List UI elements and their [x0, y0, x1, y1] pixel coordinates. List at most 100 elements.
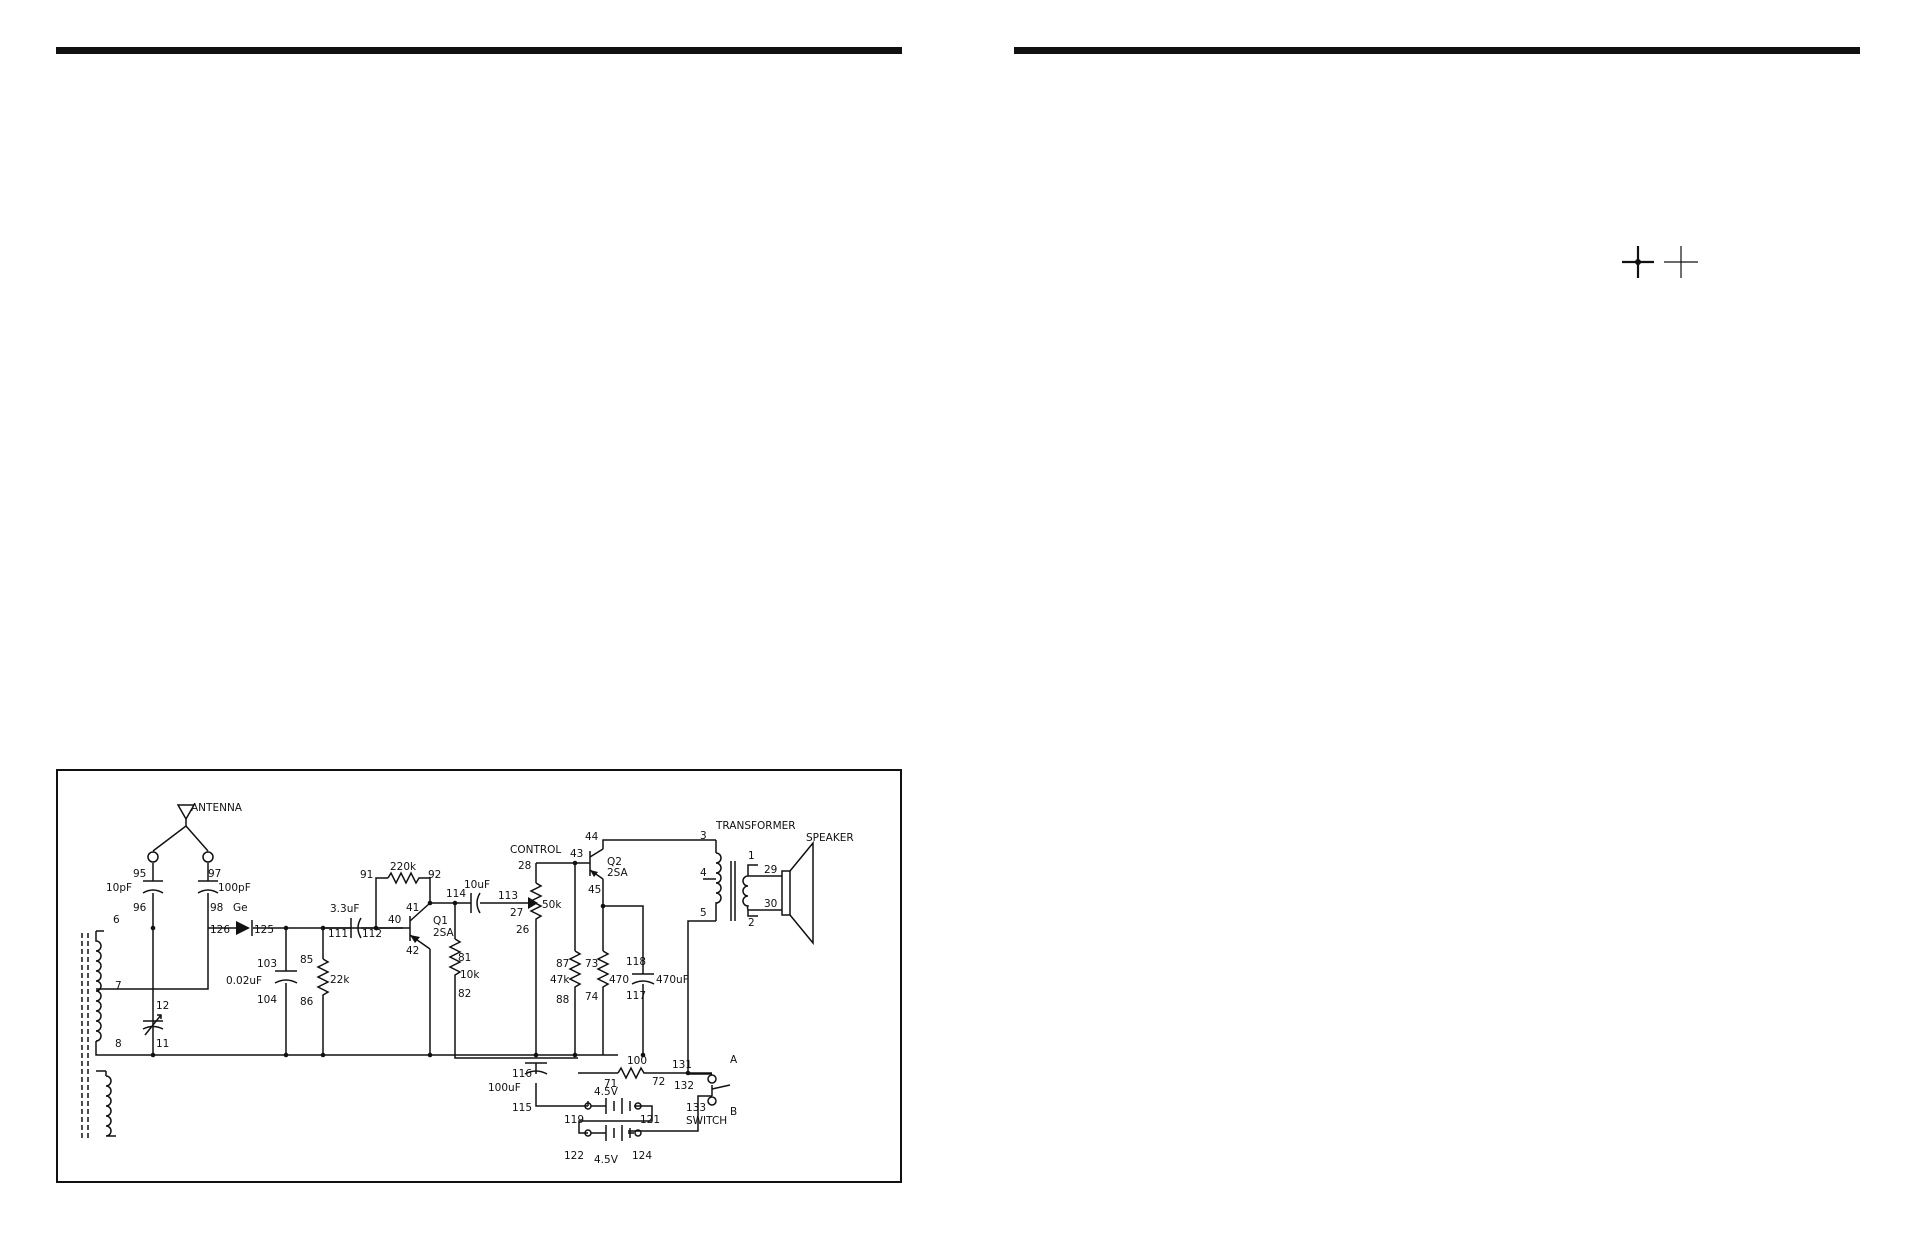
capacitor-100uf — [524, 1062, 548, 1075]
label-11: 11 — [156, 1038, 169, 1050]
registration-crosshairs — [1622, 246, 1698, 278]
label-2: 2 — [748, 917, 755, 929]
label-ge: Ge — [233, 902, 248, 914]
label-117: 117 — [626, 990, 646, 1002]
label-10pf: 10pF — [106, 882, 132, 894]
label-114: 114 — [446, 888, 466, 900]
label-86: 86 — [300, 996, 314, 1008]
transistor-q1 — [395, 902, 431, 950]
label-22k: 22k — [330, 974, 350, 986]
resistor-22k — [316, 958, 330, 1001]
label-switch: SWITCH — [686, 1115, 727, 1127]
crosshair-thin-icon — [1664, 246, 1698, 278]
label-95: 95 — [133, 868, 146, 880]
label-88: 88 — [556, 994, 569, 1006]
ferrite-coil — [81, 930, 153, 1141]
label-85: 85 — [300, 954, 313, 966]
label-50k: 50k — [542, 899, 562, 911]
label-470: 470 — [609, 974, 629, 986]
label-28: 28 — [518, 860, 531, 872]
label-transformer: TRANSFORMER — [715, 820, 796, 832]
battery-1 — [584, 1098, 642, 1114]
label-q1-type: 2SA — [433, 927, 455, 939]
label-113: 113 — [498, 890, 518, 902]
resistor-220k — [387, 871, 422, 885]
label-4-5v-bottom: 4.5V — [594, 1154, 619, 1166]
left-page-top-rule — [56, 47, 902, 54]
label-220k: 220k — [390, 861, 417, 873]
label-40: 40 — [388, 914, 401, 926]
label-87: 87 — [556, 958, 569, 970]
radio-circuit-schematic: ANTENNA 95 10pF 96 97 100pF 98 Ge 126 12… — [81, 802, 854, 1166]
label-q1: Q1 — [433, 915, 448, 927]
label-43: 43 — [570, 848, 583, 860]
antenna-symbol — [147, 804, 214, 863]
right-page-top-rule — [1014, 47, 1860, 54]
label-132: 132 — [674, 1080, 694, 1092]
label-47k: 47k — [550, 974, 570, 986]
label-42: 42 — [406, 945, 419, 957]
label-7: 7 — [115, 980, 122, 992]
schematic-frame: ANTENNA 95 10pF 96 97 100pF 98 Ge 126 12… — [56, 769, 902, 1183]
label-82: 82 — [458, 988, 471, 1000]
label-126: 126 — [210, 924, 230, 936]
label-0-02uf: 0.02uF — [226, 975, 262, 987]
label-81: 81 — [458, 952, 471, 964]
label-111: 111 — [328, 928, 348, 940]
label-10k: 10k — [460, 969, 480, 981]
label-12: 12 — [156, 1000, 169, 1012]
label-control: CONTROL — [510, 844, 561, 856]
capacitor-10uf — [470, 892, 481, 914]
label-104: 104 — [257, 994, 277, 1006]
label-74: 74 — [585, 991, 599, 1003]
label-q2-type: 2SA — [607, 867, 629, 879]
label-122: 122 — [564, 1150, 584, 1162]
label-112: 112 — [362, 928, 382, 940]
label-10uf: 10uF — [464, 879, 490, 891]
label-speaker: SPEAKER — [806, 832, 854, 844]
transistor-q2 — [589, 848, 604, 880]
variable-capacitor — [142, 1014, 164, 1036]
label-26: 26 — [516, 924, 530, 936]
label-3-3uf: 3.3uF — [330, 903, 359, 915]
label-119: 119 — [564, 1114, 584, 1126]
label-41: 41 — [406, 902, 419, 914]
label-3: 3 — [700, 830, 707, 842]
label-115: 115 — [512, 1102, 532, 1114]
label-1: 1 — [748, 850, 755, 862]
label-96: 96 — [133, 902, 147, 914]
label-b: B — [730, 1106, 737, 1118]
capacitor-10pf — [142, 880, 164, 894]
label-131: 131 — [672, 1059, 692, 1071]
capacitor-3-3uf — [350, 917, 362, 939]
label-100: 100 — [627, 1055, 647, 1067]
junction-dots — [150, 860, 691, 1076]
label-5: 5 — [700, 907, 707, 919]
label-antenna: ANTENNA — [191, 802, 243, 814]
label-4-5v-top: 4.5V — [594, 1086, 619, 1098]
label-27: 27 — [510, 907, 523, 919]
label-6: 6 — [113, 914, 120, 926]
schematic-labels: ANTENNA 95 10pF 96 97 100pF 98 Ge 126 12… — [106, 802, 854, 1166]
label-133: 133 — [686, 1102, 706, 1114]
label-8: 8 — [115, 1038, 122, 1050]
label-124: 124 — [632, 1150, 652, 1162]
crosshair-bold-icon — [1622, 246, 1654, 278]
battery-2 — [584, 1125, 642, 1141]
label-97: 97 — [208, 868, 221, 880]
output-transformer — [715, 852, 750, 921]
capacitor-100pf — [197, 880, 219, 894]
label-45: 45 — [588, 884, 601, 896]
label-118: 118 — [626, 956, 646, 968]
speaker-symbol — [781, 840, 814, 946]
switch-contacts — [707, 1074, 731, 1106]
label-73: 73 — [585, 958, 598, 970]
label-a: A — [730, 1054, 738, 1066]
label-44: 44 — [585, 831, 599, 843]
potentiometer-50k — [528, 882, 543, 921]
label-q2: Q2 — [607, 856, 622, 868]
label-71: 71 — [604, 1078, 617, 1090]
label-72: 72 — [652, 1076, 665, 1088]
capacitor-0-02uf — [274, 970, 298, 984]
label-30: 30 — [764, 898, 777, 910]
